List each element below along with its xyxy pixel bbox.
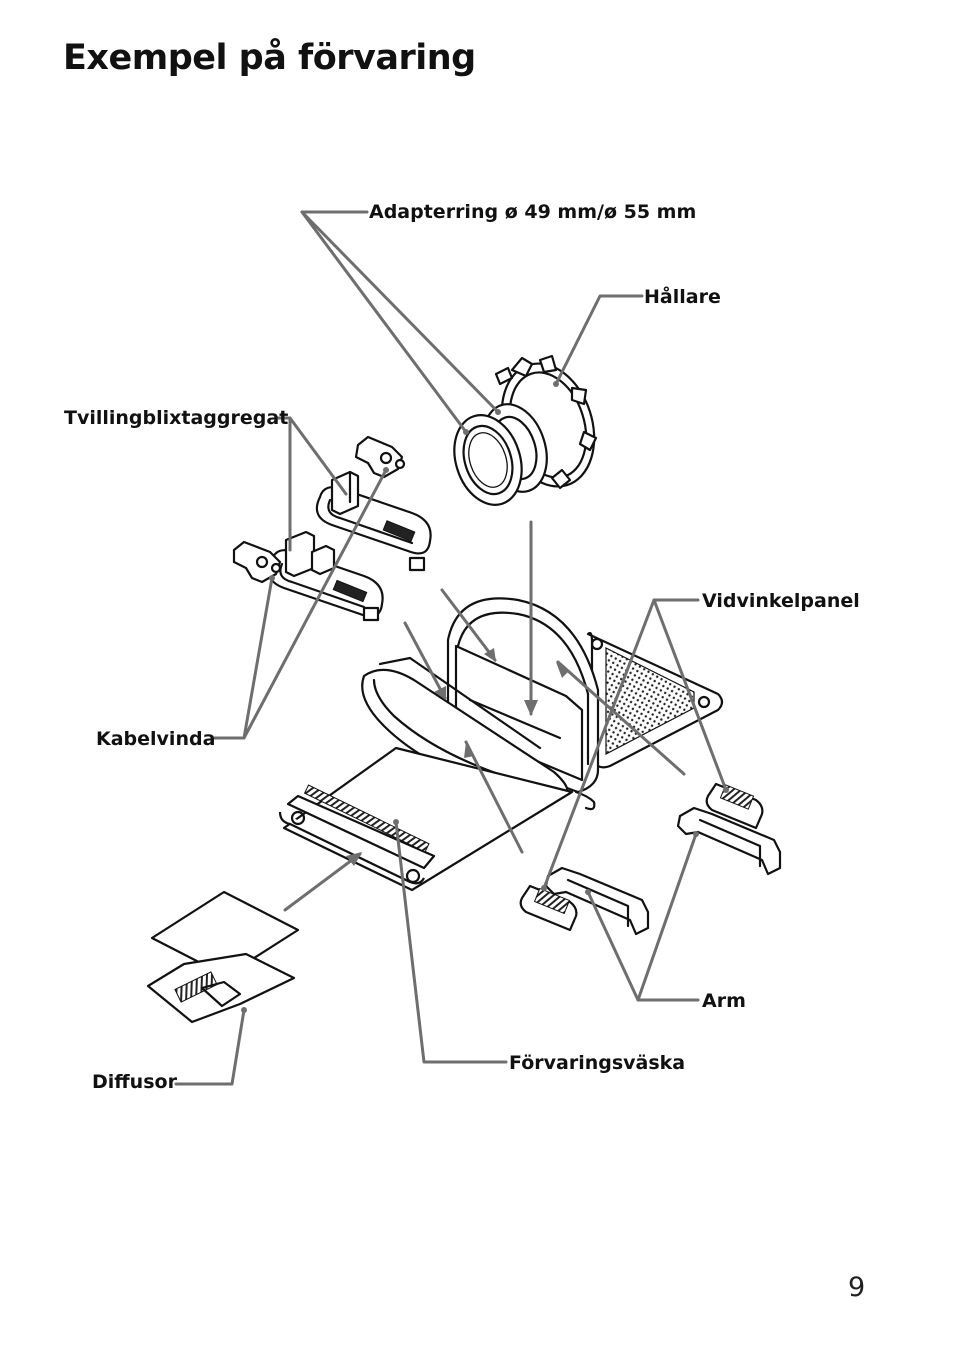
twin-flash-drawing xyxy=(232,435,432,622)
direction-arrows xyxy=(283,520,686,912)
label-adapter-ring: Adapterring ø 49 mm/ø 55 mm xyxy=(369,201,696,223)
label-diffuser: Diffusor xyxy=(92,1071,178,1093)
arm-drawing xyxy=(544,806,782,936)
storage-case-drawing xyxy=(278,597,724,892)
label-wide-panel: Vidvinkelpanel xyxy=(702,590,860,612)
label-twin-flash: Tvillingblixtaggregat xyxy=(64,407,288,429)
label-holder: Hållare xyxy=(644,284,721,308)
adapter-ring-drawing xyxy=(453,403,548,506)
label-storage-case: Förvaringsväska xyxy=(509,1052,685,1074)
leader-lines xyxy=(174,210,729,1086)
page-number: 9 xyxy=(848,1272,866,1303)
diffuser-drawing xyxy=(146,890,300,1024)
label-cable-reel: Kabelvinda xyxy=(96,728,215,750)
page-title: Exempel på förvaring xyxy=(63,38,476,78)
label-arm: Arm xyxy=(702,990,746,1012)
